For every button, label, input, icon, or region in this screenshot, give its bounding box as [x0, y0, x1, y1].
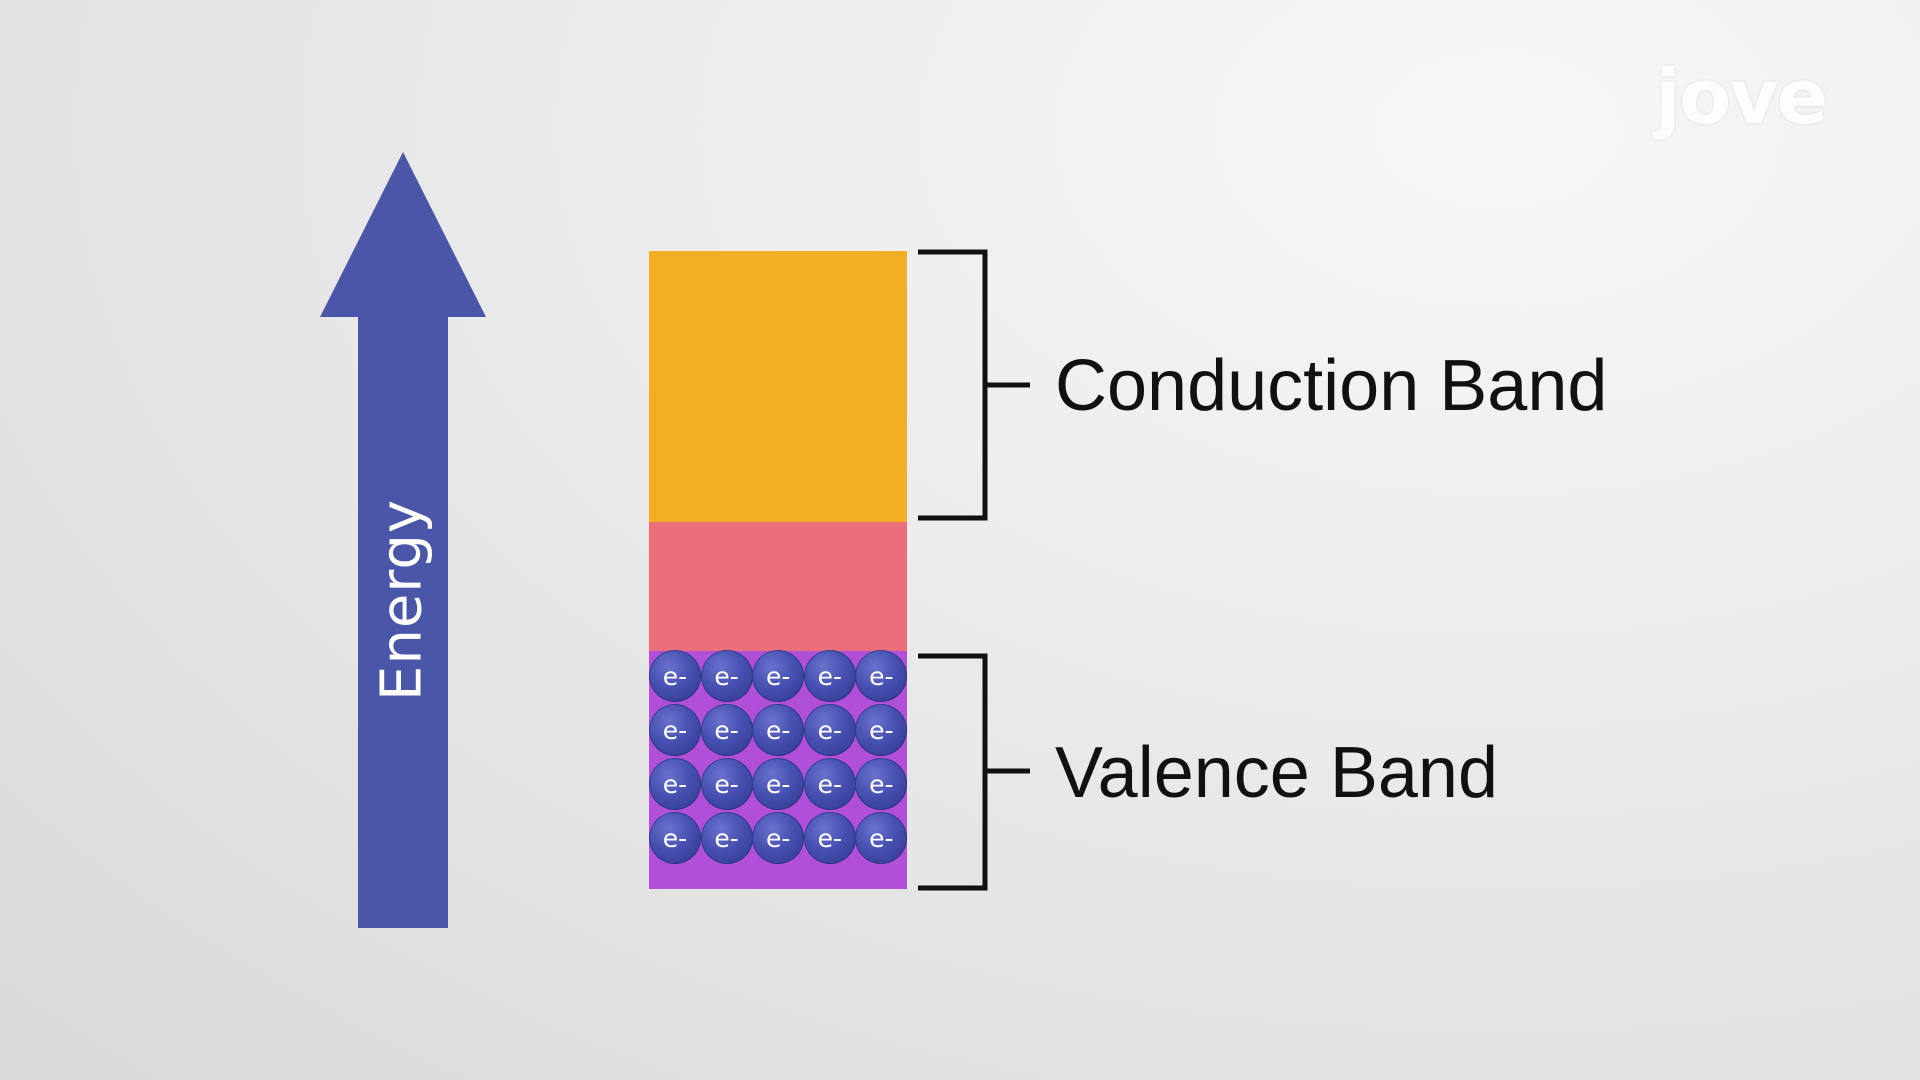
- electron: e-: [752, 812, 805, 864]
- electron: e-: [803, 704, 856, 756]
- valence-band-label: Valence Band: [1055, 733, 1499, 813]
- electron: e-: [752, 650, 805, 702]
- jove-logo: jove: [1655, 52, 1828, 141]
- electron-grid: e-e-e-e-e-e-e-e-e-e-e-e-e-e-e-e-e-e-e-e-: [649, 650, 908, 889]
- conduction-band-label: Conduction Band: [1055, 346, 1608, 426]
- electron: e-: [649, 812, 701, 864]
- energy-arrow-shape: [320, 152, 486, 928]
- electron: e-: [649, 758, 701, 810]
- electron: e-: [752, 704, 805, 756]
- electron: e-: [803, 650, 856, 702]
- electron: e-: [855, 812, 908, 864]
- electron: e-: [855, 758, 908, 810]
- electron: e-: [752, 758, 805, 810]
- electron: e-: [700, 650, 753, 702]
- electron: e-: [855, 704, 908, 756]
- electron: e-: [855, 650, 908, 702]
- electron: e-: [700, 704, 753, 756]
- conduction-band: [649, 251, 907, 522]
- electron: e-: [700, 758, 753, 810]
- band-gap: [649, 522, 907, 651]
- electron: e-: [803, 812, 856, 864]
- electron: e-: [700, 812, 753, 864]
- energy-axis-label: Energy: [369, 498, 435, 702]
- electron: e-: [649, 650, 701, 702]
- electron: e-: [803, 758, 856, 810]
- electron: e-: [649, 704, 701, 756]
